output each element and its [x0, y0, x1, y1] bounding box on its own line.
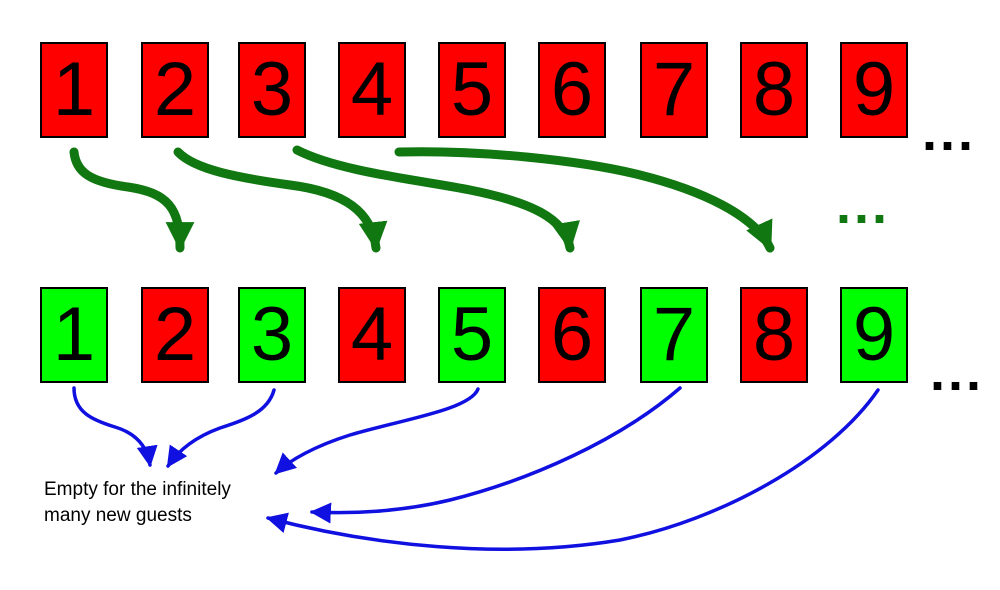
bottom_row-room-9: 9: [840, 287, 908, 383]
move-arrows: [69, 145, 775, 253]
top_row-room-5: 5: [438, 42, 506, 138]
middle-ellipsis: ...: [836, 175, 891, 235]
bottom_row-room-3: 3: [238, 287, 306, 383]
top_row-room-6: 6: [538, 42, 606, 138]
move-arrow-2-to-4: [173, 147, 388, 253]
new-guest-arrow-3: [166, 388, 276, 468]
caption-line-2: many new guests: [44, 505, 192, 526]
bottom_row-room-4: 4: [338, 287, 406, 383]
new-guest-arrow-1: [72, 386, 158, 468]
top_row-room-1: 1: [40, 42, 108, 138]
top_row-room-3: 3: [238, 42, 306, 138]
bottom_row-room-8: 8: [740, 287, 808, 383]
bottom-row-ellipsis: ...: [930, 342, 985, 402]
bottom_row-room-7: 7: [640, 287, 708, 383]
new-guest-arrows: [72, 386, 880, 551]
top_row-room-8: 8: [740, 42, 808, 138]
caption-line-1: Empty for the infinitely: [44, 479, 231, 500]
new-guest-arrow-9: [265, 388, 880, 551]
bottom_row-room-6: 6: [538, 287, 606, 383]
new-guest-arrow-5: [274, 387, 480, 475]
top_row-room-9: 9: [840, 42, 908, 138]
move-arrow-4-to-8: [394, 147, 775, 253]
bottom_row-room-5: 5: [438, 287, 506, 383]
move-arrow-1-to-2: [69, 147, 195, 253]
new-guest-arrow-7: [309, 386, 682, 524]
top_row-room-4: 4: [338, 42, 406, 138]
empty-rooms-caption: Empty for the infinitely many new guests: [44, 477, 304, 529]
top_row-room-7: 7: [640, 42, 708, 138]
top-row-ellipsis: ...: [922, 102, 977, 162]
bottom_row-room-2: 2: [141, 287, 209, 383]
move-arrow-3-to-6: [292, 145, 580, 253]
bottom_row-room-1: 1: [40, 287, 108, 383]
top_row-room-2: 2: [141, 42, 209, 138]
